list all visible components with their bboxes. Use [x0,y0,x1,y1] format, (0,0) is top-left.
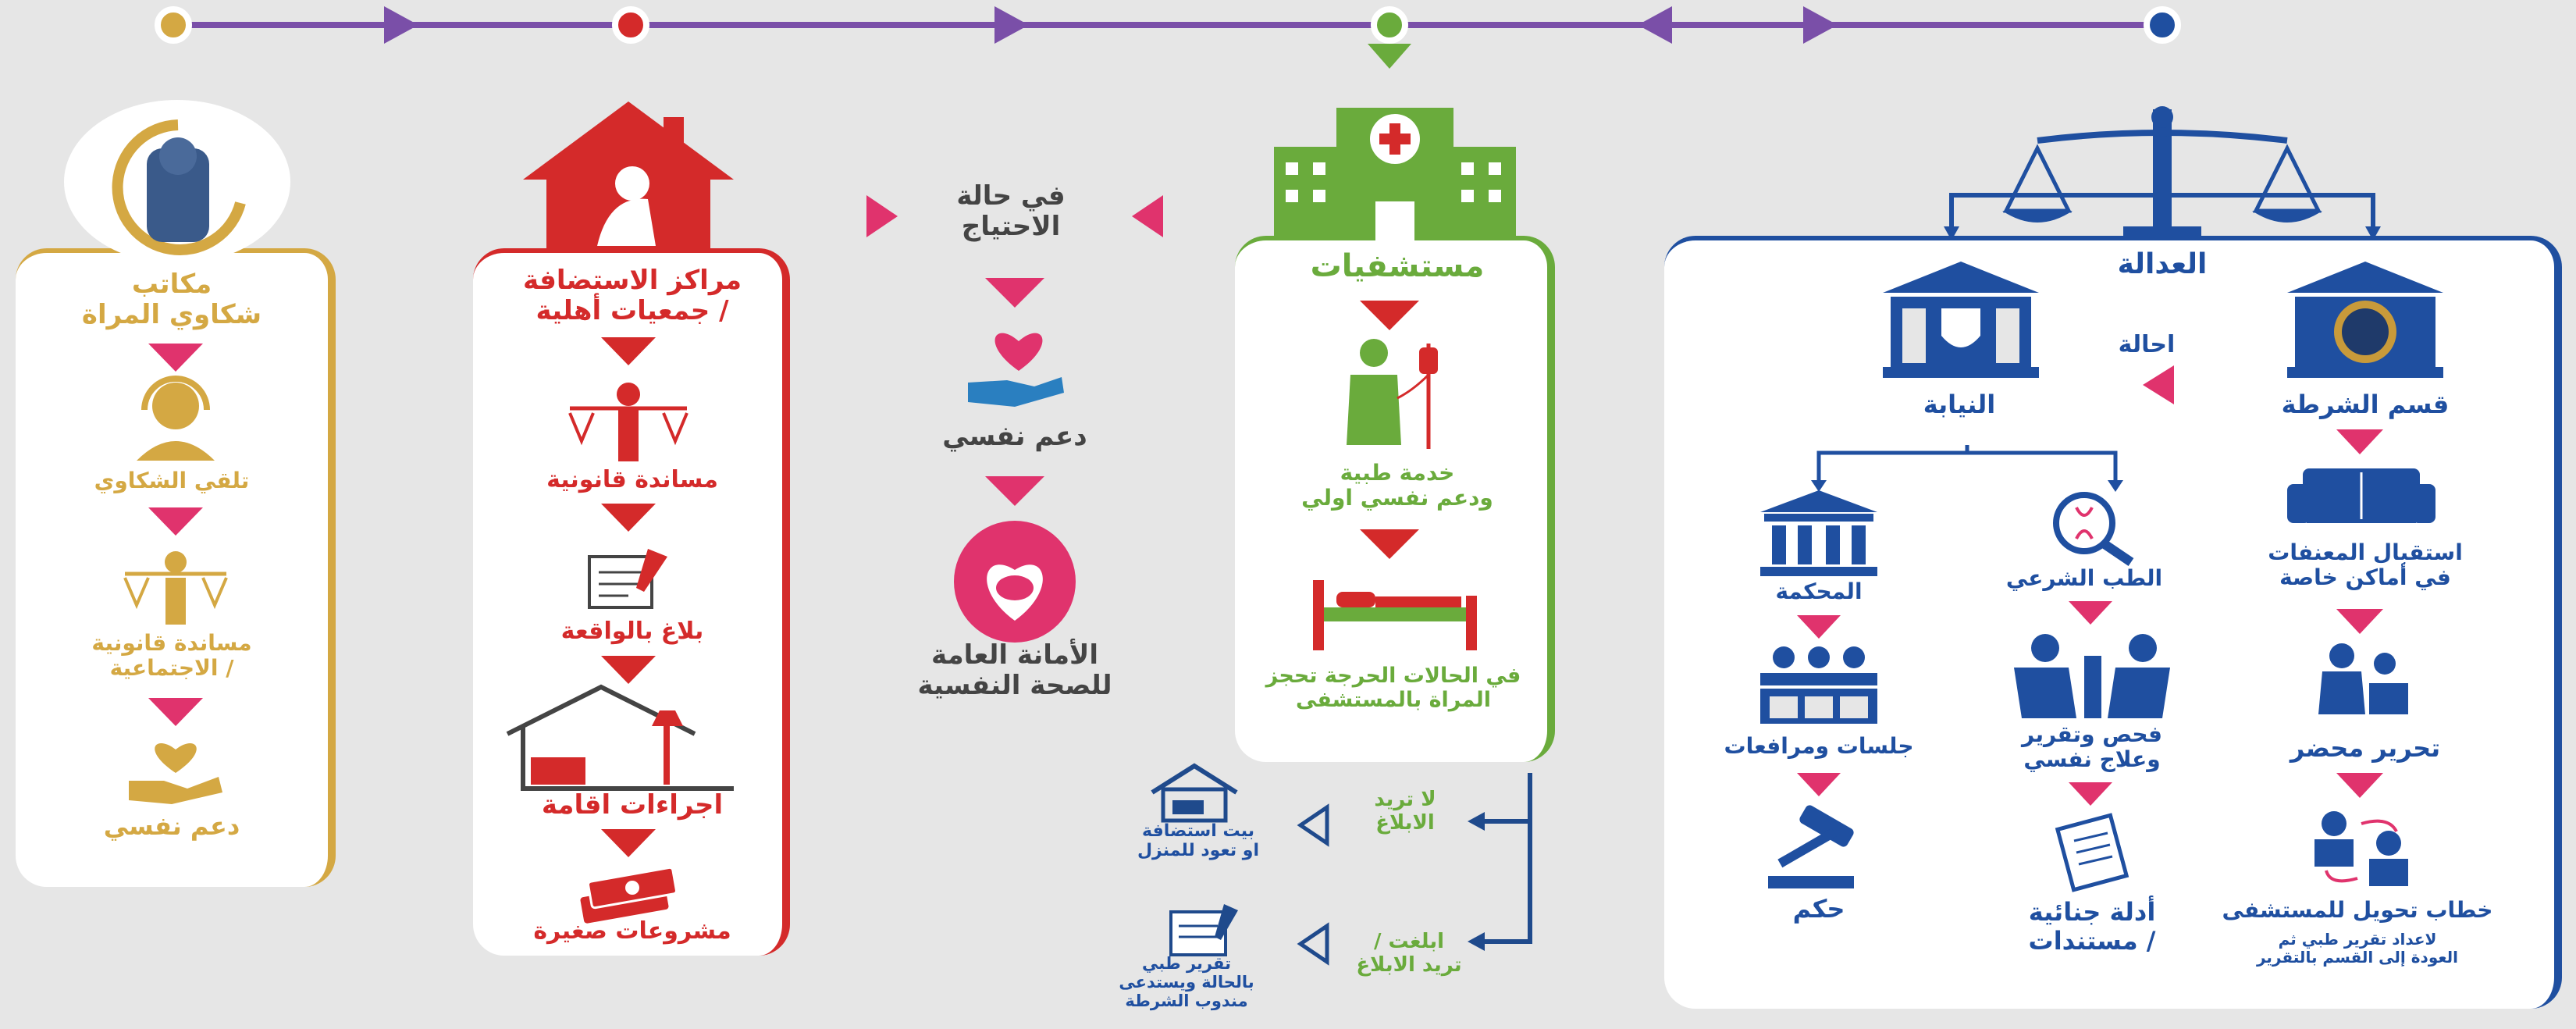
col3-arrow-1 [985,278,1044,308]
col5-police-step2: تحرير محضر [2290,733,2441,763]
legal-info-icon [123,551,228,625]
col5-police-note: لاعداد تقرير طبي ثم العودة إلى القسم بال… [2256,930,2459,967]
col5-prosecution: النيابة [1923,390,1996,419]
col2-step1: مساندة قانونية [546,466,718,493]
documents-icon [2055,813,2129,892]
shelter-home-icon [1151,763,1238,823]
timeline-arrow-1 [384,6,418,44]
sofa-icon [2287,468,2435,523]
col4-report-outline-arrow [1297,922,1329,966]
col5-police-step1: استقبال المعنفات في أماكن خاصة [2268,539,2463,591]
patient-iv-icon [1347,339,1438,449]
court-hearing-icon [1760,646,1877,724]
col3-title: في حالة الاحتياج [956,180,1066,243]
court-building-icon [1760,490,1877,576]
col4-arrow-2 [1360,529,1419,559]
timeline [155,6,2181,69]
timeline-dot-red [612,6,649,44]
col1-step1: تلقي الشكاوي [94,468,250,493]
heart-in-hand-icon [968,333,1064,407]
money-stack-icon [580,866,678,924]
legal-scale-icon [568,383,688,461]
col5-forensic-arrow-2 [2069,782,2112,806]
headset-icon [137,376,215,461]
gavel-icon [1768,805,1854,888]
heart-hand-icon [129,742,222,804]
col2-arrow-2 [601,504,656,532]
col5-forensic-step1: فحص وتقرير وعلاج نفسي [2022,721,2162,773]
home-residence-icon [506,684,734,791]
col5-forensic: الطب الشرعي [2005,565,2163,591]
hospital-building-icon [1274,108,1516,240]
col4-no-report-result: بيت استضافة او تعود للمنزل [1137,821,1260,861]
timeline-dot-green [1371,6,1408,44]
col5-title: العدالة [2117,248,2208,280]
col5-court-step1: جلسات ومرافعات [1724,733,1914,759]
col2-arrow-1 [601,337,656,365]
col2-arrow-3 [601,656,656,684]
col4-branch-lines [1468,773,1532,951]
col5-referral-arrow [2143,365,2174,404]
col5-forensic-arrow-1 [2069,601,2112,625]
col5-police-arrow-3 [2336,773,2383,798]
hospital-bed-icon [1313,580,1477,650]
police-building-icon [2287,262,2443,378]
col1-arrow-3 [148,698,203,726]
col4-step2: في الحالات الحرجة تحجز المراة بالمستشفى [1265,664,1521,713]
council-logo-icon [112,119,246,255]
col1-arrow-1 [148,344,203,372]
col3-step1: دعم نفسي [942,421,1087,452]
scales-of-justice-icon [1944,106,2381,240]
officer-desk-icon [2318,643,2408,714]
col5-referral: احالة [2118,331,2176,358]
timeline-arrow-3 [1638,6,1672,44]
medical-report-icon [1169,904,1238,956]
report-document-icon [588,549,667,609]
col4-no-report-outline-arrow [1297,803,1329,847]
col5-police-step3: خطاب تحويل للمستشفى [2222,897,2493,923]
col4-report: ابلغت / تريد الابلاغ [1356,930,1462,977]
col3-step2: الأمانة العامة للصحة النفسية [917,639,1112,702]
col4-no-report: لا تريد الابلاغ [1374,788,1436,835]
col2-title: مراكز الاستضافة / جمعيات أهلية [522,265,742,327]
col1-step3: دعم نفسي [103,811,240,841]
col3-arrow-2 [985,476,1044,506]
col3-pointer-left [1132,195,1163,237]
col5-court: المحكمة [1775,579,1863,604]
col5-police-arrow-1 [2336,429,2383,454]
house-sad-person-icon [523,101,734,250]
timeline-arrow-4 [1803,6,1838,44]
col1-arrow-2 [148,507,203,536]
prosecution-building-icon [1883,262,2039,378]
timeline-dot-blue [2144,6,2181,44]
col5-court-arrow-1 [1797,615,1841,639]
col5-police-arrow-2 [2336,609,2383,634]
col2-step3: اجراءات اقامة [541,789,724,821]
col3-pointer-right [866,195,898,237]
col2-step4: مشروعات صغيرة [533,917,731,945]
col5-police: قسم الشرطة [2281,390,2450,419]
col1-title: مكاتب شكاوي المراة [81,269,262,331]
col5-court-step2: حكم [1792,894,1845,924]
timeline-arrow-2 [994,6,1029,44]
col4-arrow-1 [1360,301,1419,330]
prosecution-branch-lines [1811,445,2123,492]
transfer-users-icon [2314,811,2408,886]
brain-heart-icon [954,521,1076,643]
therapy-session-icon [2014,634,2170,718]
col4-report-result: تقرير طبي بالحالة ويستدعى مندوب الشرطة [1119,954,1254,1011]
col5-forensic-step2: أدلة جنائية / مستندات [2028,897,2156,956]
timeline-dot-gold [155,6,192,44]
forensic-magnifier-icon [2053,492,2134,566]
timeline-down-arrow [1368,44,1411,69]
col4-step1: خدمة طبية ودعم نفسي اولي [1301,460,1493,511]
col2-arrow-4 [601,829,656,857]
col1-step2: مساندة قانونية / الاجتماعية [91,630,252,682]
col2-step2: بلاغ بالواقعة [560,618,704,645]
col5-court-arrow-2 [1797,773,1841,796]
col4-title: مستشفيات [1310,248,1485,284]
